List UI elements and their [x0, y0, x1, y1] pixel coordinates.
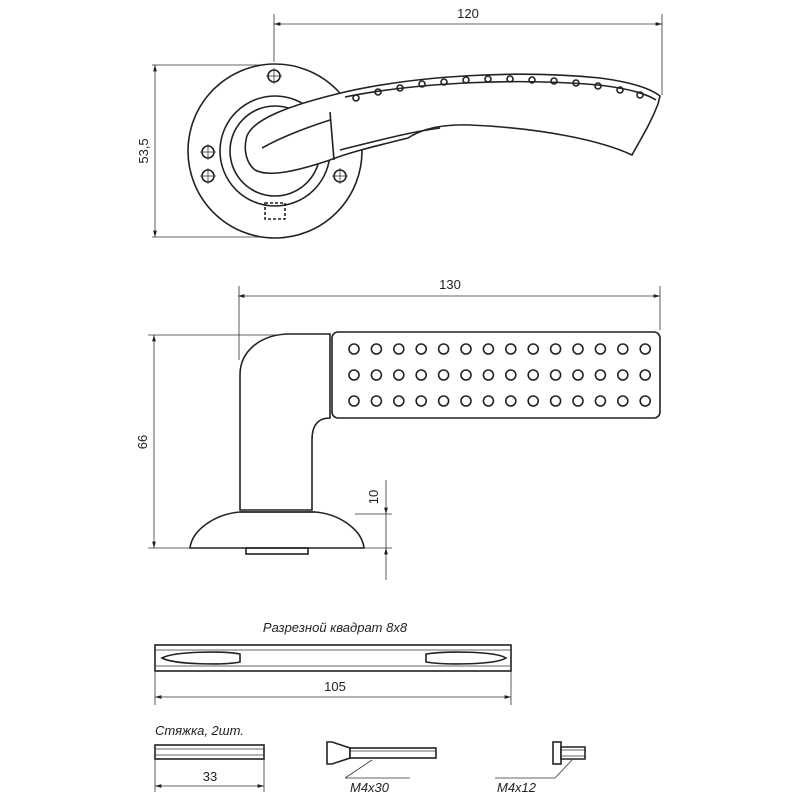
grip-dot — [415, 369, 428, 381]
square-bar — [154, 644, 512, 672]
grip-dot — [392, 395, 405, 407]
grip-dot — [639, 343, 652, 355]
grip-dot — [370, 395, 383, 407]
dim-square-length: 105 — [324, 679, 346, 694]
grip-dot — [572, 395, 584, 407]
screw-long: М4х30 — [326, 741, 437, 795]
dim-side-width: 130 — [439, 277, 461, 292]
lever-inner-edge — [339, 127, 441, 151]
grip-dot — [348, 369, 360, 381]
square-slot-right — [425, 651, 508, 665]
grip-dot — [460, 343, 472, 355]
grip-dot — [616, 369, 629, 381]
square-slot — [264, 202, 286, 220]
grip-dot — [482, 395, 495, 407]
grip-dot — [392, 343, 405, 355]
label-screw-long: М4х30 — [350, 780, 390, 795]
grip-dot — [616, 343, 629, 355]
grip-dot — [594, 395, 607, 407]
screw-holes — [200, 68, 348, 184]
grip-dot — [370, 343, 383, 355]
grip-dot — [639, 395, 652, 407]
top-view: 120 53,5 — [136, 6, 663, 239]
lever-ridge — [261, 119, 331, 149]
tie-part: Стяжка, 2шт. 33 — [154, 723, 265, 792]
grip-dot — [527, 369, 540, 381]
grip-dot — [549, 343, 562, 355]
tie-bar — [154, 744, 265, 760]
grip-dot — [639, 369, 652, 381]
label-tie: Стяжка, 2шт. — [155, 723, 244, 738]
dim-tie-length: 33 — [203, 769, 217, 784]
lever-top-dots — [352, 75, 644, 102]
grip-dot — [594, 369, 607, 381]
grip-dot — [504, 343, 517, 355]
grip-dot — [482, 369, 495, 381]
grip-dot — [504, 369, 517, 381]
grip-dot — [549, 395, 562, 407]
grip-dot — [348, 343, 360, 355]
grip-dots — [348, 343, 652, 407]
grip-dot — [348, 395, 360, 407]
rosette-side — [189, 511, 365, 549]
screw-short: М4х12 — [495, 741, 586, 795]
grip-dot — [460, 395, 472, 407]
rosette-base — [245, 547, 309, 555]
grip-dot — [437, 369, 450, 381]
label-square: Разрезной квадрат 8х8 — [263, 620, 408, 635]
rosette-outer — [187, 63, 363, 239]
label-screw-short: М4х12 — [497, 780, 537, 795]
grip-dot — [415, 395, 428, 407]
lever-top-edge — [344, 80, 657, 101]
square-slot-left — [160, 651, 241, 665]
dim-rosette-height: 10 — [366, 490, 381, 504]
grip-dot — [415, 343, 428, 355]
side-view: 130 66 10 — [135, 277, 661, 580]
lever-neck — [239, 333, 331, 511]
grip-dot — [437, 343, 450, 355]
split-square-part: Разрезной квадрат 8х8 105 — [154, 620, 512, 705]
grip-dot — [370, 369, 383, 381]
dim-side-height: 66 — [135, 435, 150, 449]
grip-dot — [527, 343, 540, 355]
grip-dot — [504, 395, 517, 407]
lever-joint — [329, 111, 335, 161]
grip-dot — [549, 369, 562, 381]
grip-dot — [572, 369, 584, 381]
grip-dot — [392, 369, 405, 381]
grip-dot — [527, 395, 540, 407]
grip-dot — [460, 369, 472, 381]
grip-dot — [616, 395, 629, 407]
grip-dot — [482, 343, 495, 355]
dim-top-width: 120 — [457, 6, 479, 21]
grip-dot — [437, 395, 450, 407]
dim-top-height: 53,5 — [136, 138, 151, 163]
grip-dot — [572, 343, 584, 355]
grip-dot — [594, 343, 607, 355]
